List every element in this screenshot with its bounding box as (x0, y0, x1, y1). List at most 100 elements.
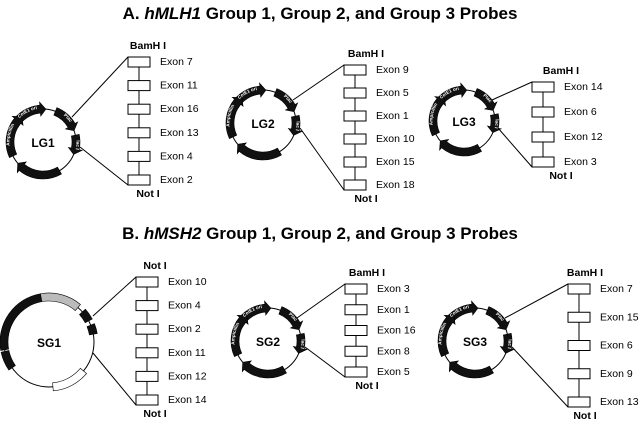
ampicillin-segment-label: Ampicillin (428, 102, 438, 126)
exon-box (567, 396, 591, 408)
exon-label: Exon 2 (160, 174, 193, 186)
exon-label: Exon 13 (600, 396, 639, 408)
exon-label: Exon 15 (600, 311, 639, 323)
laci-segment (499, 332, 516, 354)
bottom-restriction-site: Not I (354, 193, 377, 205)
section-a-suffix: Group 1, Group 2, and Group 3 Probes (200, 4, 518, 23)
bottom-restriction-site: Not I (355, 380, 378, 392)
fan-line-bottom (92, 352, 137, 406)
kanamycin-segment-label: Kanamycin (247, 135, 274, 145)
exon-label: Exon 14 (168, 394, 207, 406)
plasmid-segment (0, 350, 16, 371)
fan-line-top (296, 283, 346, 319)
top-restriction-site: BamH I (348, 48, 384, 60)
ampicillin-segment (437, 314, 456, 358)
laci-segment-label: lac I (494, 119, 500, 129)
exon-label: Exon 10 (376, 133, 415, 145)
exon-box (343, 110, 367, 122)
exon-label: Exon 11 (168, 347, 206, 359)
exon-box (343, 64, 367, 76)
laci-segment (292, 332, 309, 354)
exon-label: Exon 12 (168, 370, 207, 382)
exon-label: Exon 6 (600, 340, 633, 352)
exon-box (135, 300, 159, 312)
bottom-restriction-site: Not I (143, 408, 166, 420)
promoter-segment (273, 88, 299, 113)
exon-box (343, 133, 367, 145)
exon-label: Exon 4 (168, 300, 201, 312)
exon-label: Exon 16 (160, 103, 199, 115)
promoter-segment-label: Ptac (288, 311, 299, 322)
kanamycin-segment-label: Kanamycin (448, 132, 475, 142)
exon-box (567, 368, 591, 380)
laci-segment-label: lac I (75, 140, 81, 150)
plasmid-segment (86, 323, 98, 336)
promoter-segment (278, 306, 304, 331)
fan-line-top (504, 283, 569, 319)
exon-label: Exon 5 (377, 366, 410, 378)
exon-label: Exon 18 (376, 179, 415, 191)
section-b-gene: hMSH2 (143, 224, 202, 243)
exon-box (135, 276, 159, 288)
exon-label: Exon 7 (600, 283, 633, 295)
laci-segment-label: lac I (295, 121, 301, 131)
exon-box (344, 283, 368, 295)
probe-id-label: LG1 (31, 136, 55, 150)
section-a-prefix: A. (122, 4, 145, 23)
ampicillin-segment-label: Ampicillin (437, 321, 447, 345)
ampicillin-segment (230, 314, 249, 358)
promoter-segment (485, 306, 511, 331)
kanamycin-segment (236, 142, 282, 161)
exon-box (344, 366, 368, 378)
exon-box (135, 323, 159, 335)
bottom-restriction-site: Not I (573, 410, 596, 422)
exon-label: Exon 9 (600, 368, 633, 380)
laci-segment-label: lac I (300, 339, 306, 349)
top-restriction-site: BamH I (543, 65, 579, 77)
ampicillin-segment (428, 96, 447, 137)
laci-segment (486, 113, 503, 133)
top-restriction-site: BamH I (130, 40, 166, 52)
exon-label: Exon 12 (564, 131, 603, 143)
exon-label: Exon 8 (377, 345, 410, 357)
exon-label: Exon 15 (376, 156, 415, 168)
exon-label: Exon 13 (160, 127, 199, 139)
section-a-gene: hMLH1 (144, 4, 201, 23)
exon-box (344, 304, 368, 316)
exon-box (135, 370, 159, 382)
exon-box (567, 283, 591, 295)
top-restriction-site: Not I (143, 260, 166, 272)
plasmid-segment (0, 293, 43, 351)
exon-label: Exon 11 (160, 80, 198, 92)
exon-label: Exon 14 (564, 81, 603, 93)
fan-line-bottom (79, 146, 129, 186)
kanamycin-segment-label: Kanamycin (252, 353, 279, 363)
kanamycin-segment-label: Kanamycin (27, 154, 54, 164)
plasmid-map: SG1 (0, 292, 98, 392)
fan-line-bottom (304, 346, 346, 378)
exon-label: Exon 9 (376, 64, 409, 76)
fan-line-top (71, 56, 129, 118)
exon-box (127, 127, 151, 139)
exon-label: Exon 6 (564, 106, 597, 118)
kanamycin-segment (16, 161, 62, 180)
ampicillin-segment (5, 115, 24, 159)
exon-box (344, 345, 368, 357)
exon-box (127, 150, 151, 162)
exon-box (127, 103, 151, 115)
ampicillin-segment (225, 96, 244, 140)
exon-box (531, 106, 555, 118)
fan-line-top (292, 64, 345, 101)
exon-box (127, 56, 151, 68)
promoter-segment-label: Ptac (63, 112, 74, 123)
plasmid-segment (40, 292, 81, 312)
